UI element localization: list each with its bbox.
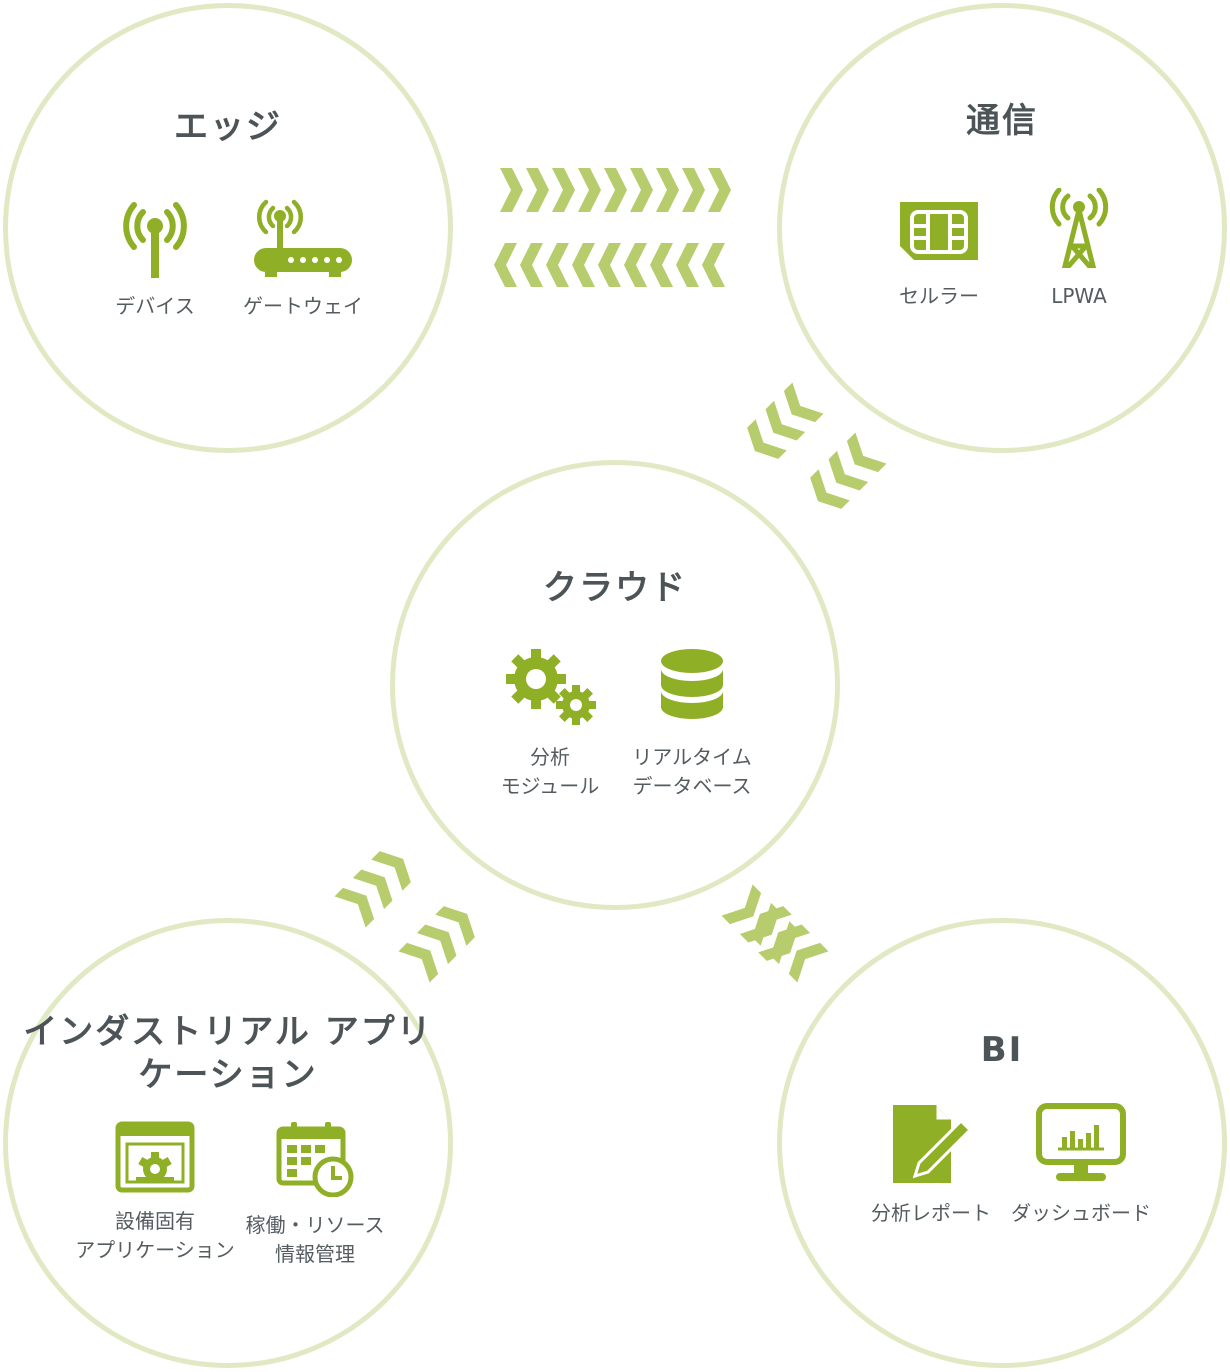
chevron-arrow-icon — [839, 432, 887, 480]
arrow-industrial-to-cloud — [334, 843, 419, 928]
node-communication-title: 通信 — [966, 101, 1038, 141]
arrow-cloud-to-bi — [721, 884, 806, 969]
edge-item-gateway-label: ゲートウェイ — [243, 294, 363, 318]
chevron-arrow-icon — [656, 168, 679, 212]
app-window-gear-icon — [115, 1121, 195, 1193]
arrow-comm-to-edge — [494, 243, 725, 287]
gears-icon — [506, 649, 596, 725]
cloud-item-analysis: 分析 モジュール — [465, 645, 635, 801]
chevron-arrow-icon — [630, 168, 653, 212]
bi-item-report-label: 分析レポート — [871, 1201, 991, 1225]
chevron-arrow-icon — [776, 382, 824, 430]
chevron-arrow-icon — [526, 168, 549, 212]
node-industrial-title: インダストリアル アプリケーション — [23, 1012, 433, 1095]
industrial-item-equipment-app: 設備固有 アプリケーション — [70, 1121, 240, 1265]
node-edge-title: エッジ — [174, 107, 282, 147]
monitor-chart-icon — [1036, 1103, 1126, 1181]
comm-item-lpwa-label: LPWA — [1051, 284, 1107, 308]
arrow-cloud-to-comm — [802, 432, 887, 517]
chevron-arrow-icon — [598, 243, 621, 287]
chevron-arrow-icon — [604, 168, 627, 212]
node-communication: 通信 セルラー LPWA — [777, 3, 1227, 453]
sim-card-icon — [900, 202, 978, 260]
node-edge: エッジ デバイス — [3, 3, 453, 453]
radio-tower-icon — [1049, 188, 1109, 268]
bi-item-dashboard: ダッシュボード — [996, 1103, 1166, 1228]
comm-item-cellular-label: セルラー — [899, 284, 979, 308]
industrial-item-equipment-label: 設備固有 アプリケーション — [75, 1209, 235, 1262]
chevron-arrow-icon — [552, 168, 575, 212]
router-icon — [254, 199, 352, 277]
edge-item-device-label: デバイス — [115, 294, 195, 318]
chevron-arrow-icon — [494, 243, 517, 287]
bi-item-report: 分析レポート — [846, 1103, 1016, 1228]
chevron-arrow-icon — [334, 880, 382, 928]
chevron-arrow-icon — [398, 935, 446, 983]
chevron-arrow-icon — [708, 168, 731, 212]
calendar-clock-icon — [276, 1122, 354, 1197]
chevron-arrow-icon — [682, 168, 705, 212]
edge-item-gateway: ゲートウェイ — [218, 198, 388, 321]
chevron-arrow-icon — [650, 243, 673, 287]
node-industrial-application: インダストリアル アプリケーション 設備固有 アプリケーション — [3, 918, 453, 1368]
arrow-cloud-to-industrial — [398, 898, 483, 983]
comm-item-cellular: セルラー — [854, 188, 1024, 311]
node-cloud: クラウド — [390, 460, 840, 910]
industrial-item-resource-label: 稼働・リソース 情報管理 — [245, 1213, 385, 1266]
bi-item-dashboard-label: ダッシュボード — [1011, 1201, 1151, 1225]
edge-item-device: デバイス — [70, 198, 240, 321]
node-cloud-title: クラウド — [543, 568, 687, 608]
chevron-arrow-icon — [520, 243, 543, 287]
cloud-item-database-label: リアルタイム データベース — [632, 745, 752, 798]
node-bi: BI 分析レポート ダッシュボード — [777, 918, 1227, 1368]
chevron-arrow-icon — [572, 243, 595, 287]
chevron-arrow-icon — [546, 243, 569, 287]
industrial-item-resource-management: 稼働・リソース 情報管理 — [230, 1121, 400, 1269]
cloud-item-analysis-label: 分析 モジュール — [500, 745, 600, 798]
chevron-arrow-icon — [676, 243, 699, 287]
arrow-comm-to-cloud — [739, 382, 824, 467]
arrow-edge-to-comm — [500, 168, 731, 212]
chevron-arrow-icon — [500, 168, 523, 212]
antenna-icon — [123, 202, 187, 278]
node-bi-title: BI — [980, 1030, 1024, 1070]
chevron-arrow-icon — [624, 243, 647, 287]
report-pencil-icon — [893, 1105, 973, 1183]
database-icon — [661, 649, 723, 719]
comm-item-lpwa: LPWA — [994, 188, 1164, 311]
chevron-arrow-icon — [578, 168, 601, 212]
cloud-item-database: リアルタイム データベース — [607, 645, 777, 801]
chevron-arrow-icon — [702, 243, 725, 287]
